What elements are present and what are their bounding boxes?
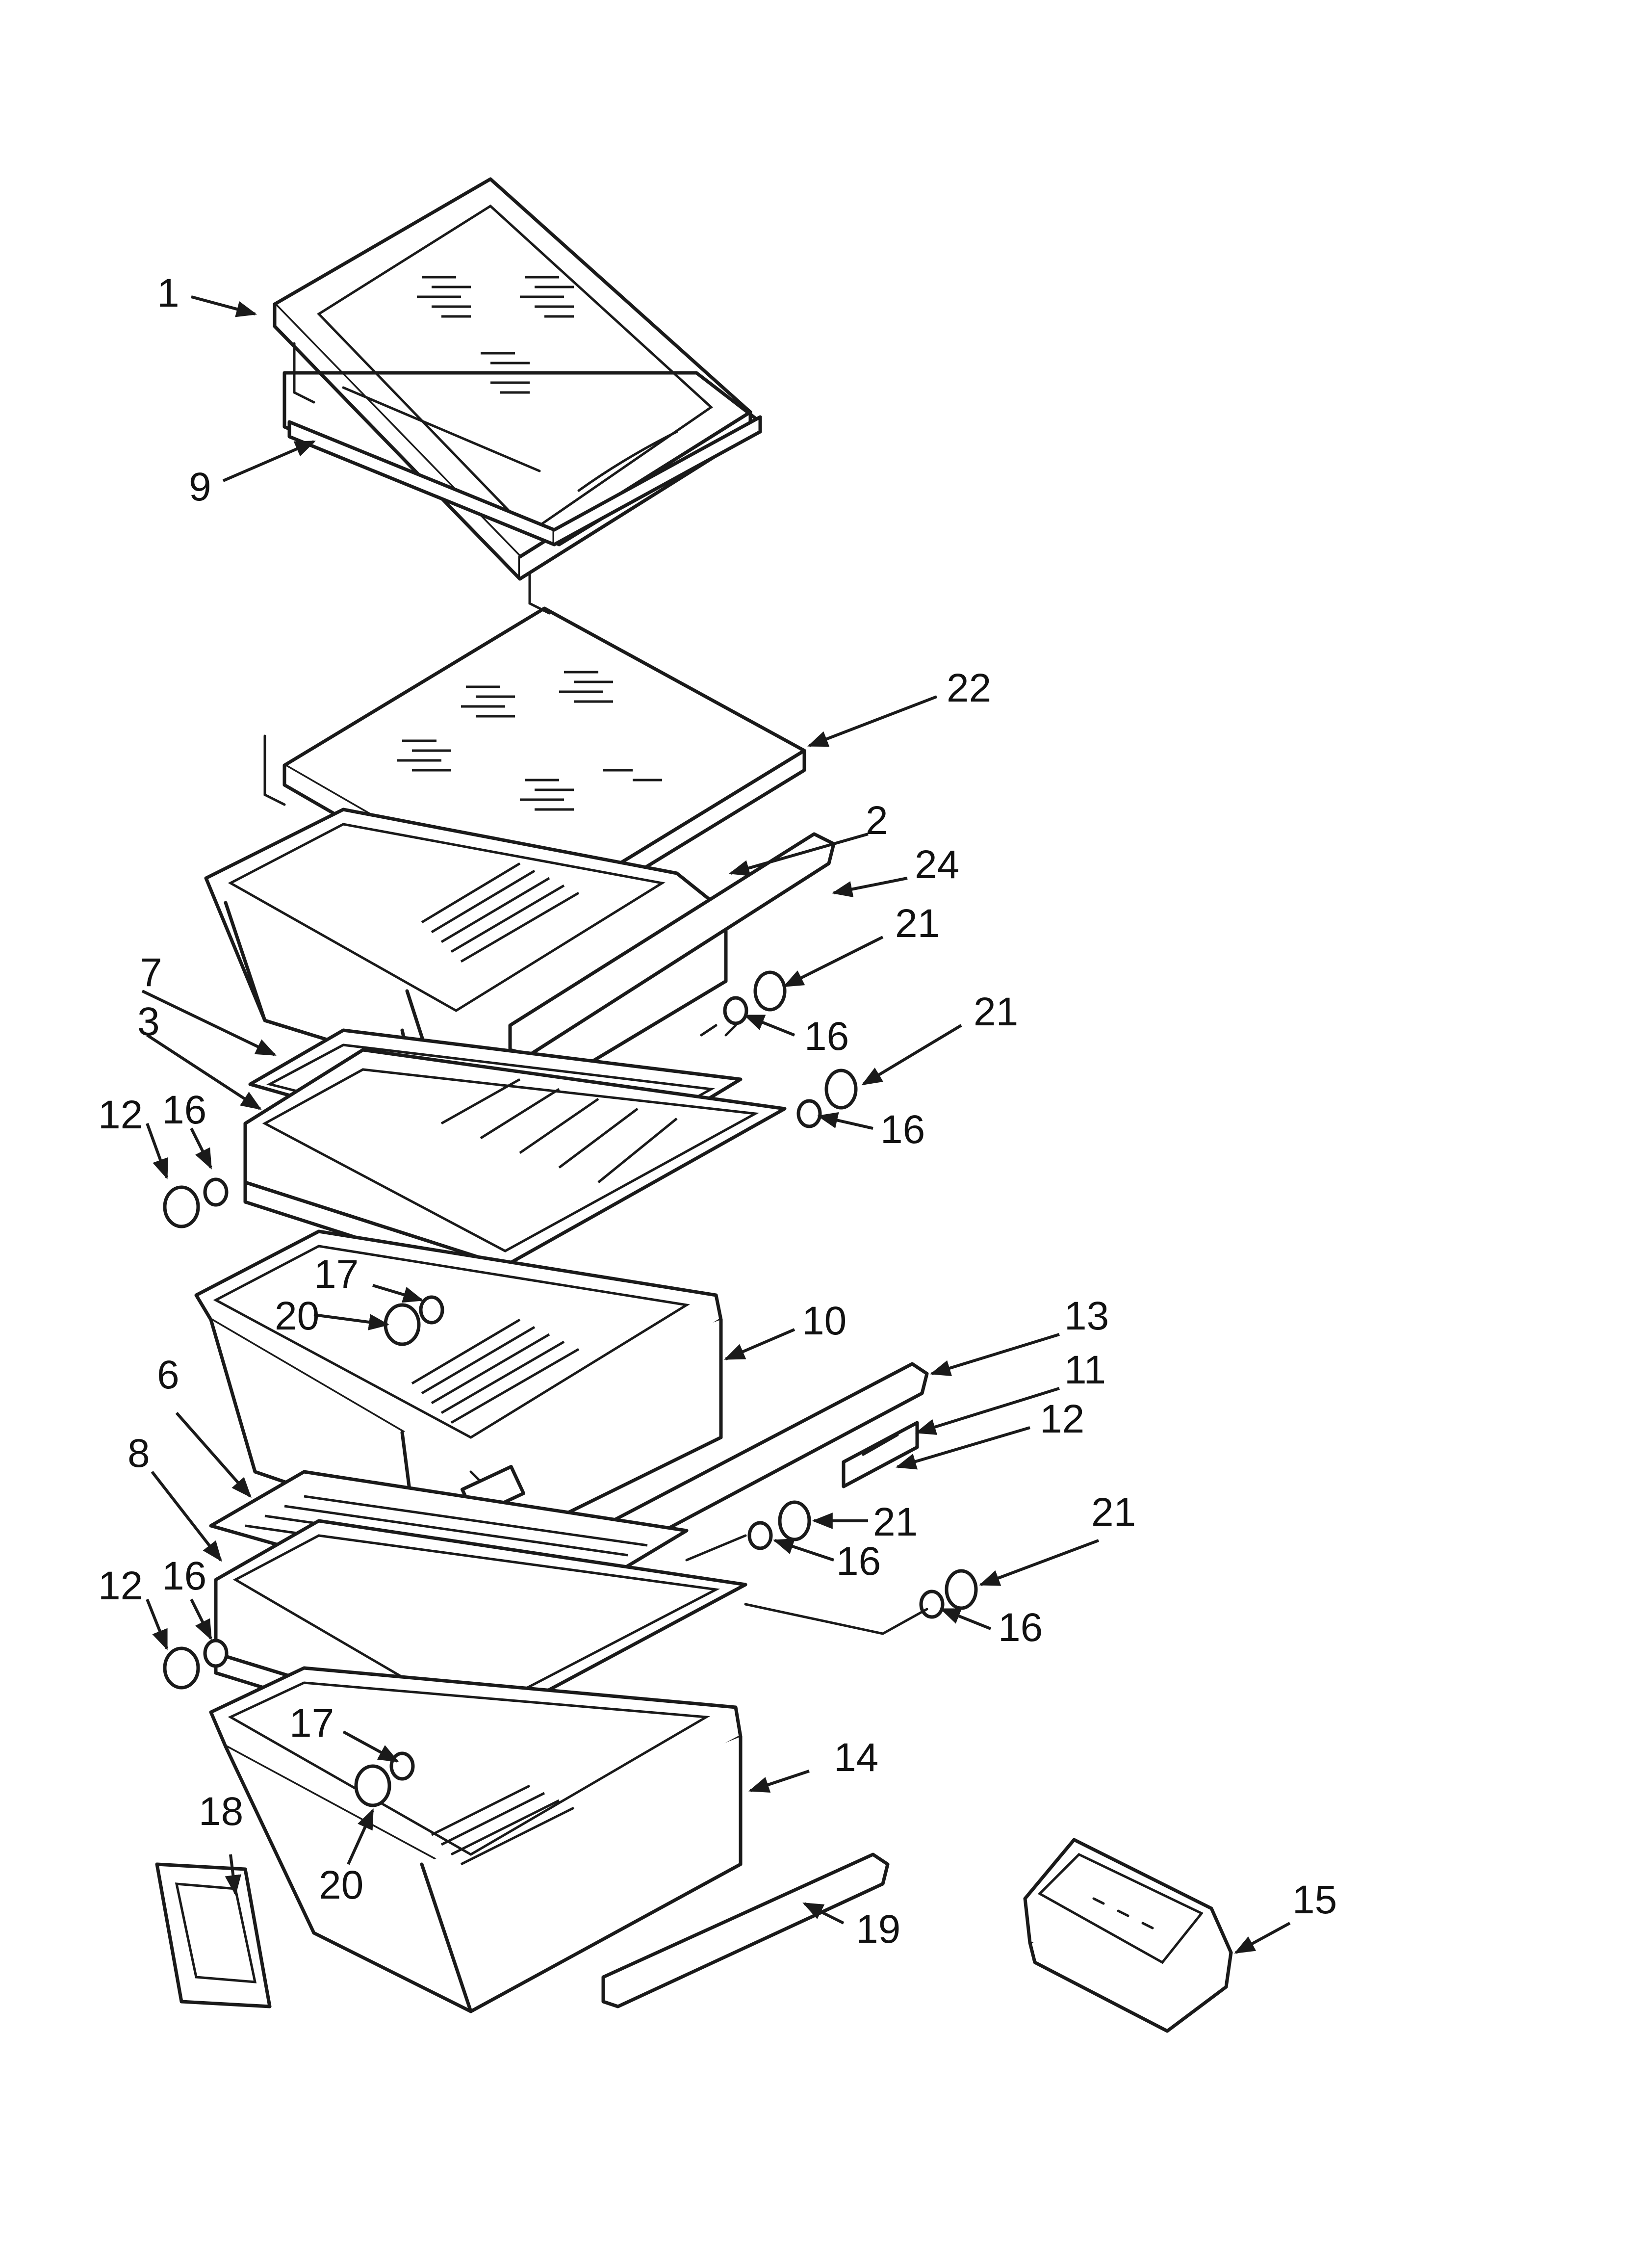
- callout-leaders: [141, 295, 1291, 1954]
- bottom-drawer-part: [209, 1666, 743, 2013]
- callout-6: 6: [157, 1353, 180, 1397]
- callout-21: 21: [873, 1500, 918, 1544]
- bottom-handle-rail-part: [601, 1852, 890, 2008]
- badge-part: [155, 1862, 272, 2008]
- callout-11: 11: [1064, 1348, 1106, 1392]
- callout-22: 22: [947, 666, 991, 710]
- callout-16: 16: [162, 1554, 206, 1598]
- shelf-frame-part: [282, 342, 762, 547]
- callout-20: 20: [319, 1863, 363, 1907]
- callout-7: 7: [140, 950, 162, 995]
- callout-14: 14: [834, 1735, 878, 1780]
- callout-16: 16: [836, 1539, 881, 1584]
- callout-21: 21: [1091, 1490, 1136, 1535]
- bracket-part: [842, 1421, 919, 1488]
- callout-15: 15: [1292, 1877, 1337, 1922]
- callout-2: 2: [866, 798, 888, 843]
- callout-16: 16: [998, 1605, 1043, 1650]
- callout-20: 20: [275, 1294, 319, 1338]
- callout-24: 24: [915, 842, 959, 887]
- small-bin-part: [1023, 1838, 1233, 2033]
- callout-16: 16: [162, 1088, 206, 1132]
- callout-8: 8: [128, 1431, 150, 1476]
- callout-12: 12: [98, 1564, 143, 1608]
- callout-16: 16: [804, 1014, 849, 1059]
- hardware-parts: [163, 970, 978, 1807]
- callout-21: 21: [974, 990, 1018, 1034]
- callout-1: 1: [157, 271, 180, 315]
- callout-18: 18: [199, 1789, 243, 1834]
- callout-17: 17: [314, 1252, 359, 1297]
- callout-3: 3: [137, 999, 160, 1044]
- callout-16: 16: [880, 1107, 925, 1152]
- callout-21: 21: [895, 901, 940, 946]
- callout-10: 10: [802, 1299, 847, 1343]
- callout-12: 12: [1040, 1397, 1084, 1441]
- callout-9: 9: [189, 465, 211, 509]
- callout-12: 12: [98, 1093, 143, 1137]
- callout-17: 17: [289, 1701, 334, 1746]
- callout-13: 13: [1064, 1294, 1109, 1338]
- callout-labels: 1 9 22 2 24 21 16 21 16 7 3 12 16 17 20 …: [98, 271, 1337, 1952]
- callout-19: 19: [856, 1907, 900, 1952]
